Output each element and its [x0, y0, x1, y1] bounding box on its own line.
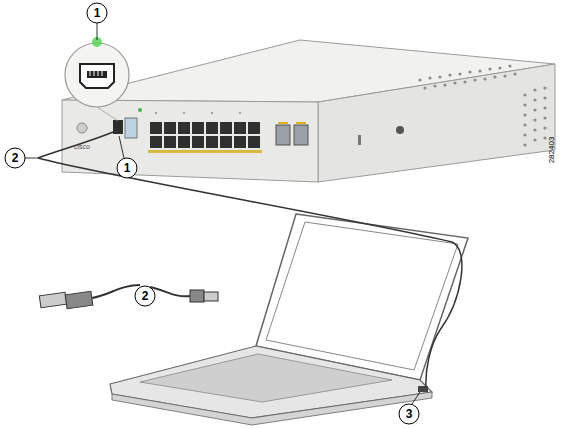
- callout-number: 1: [88, 4, 106, 22]
- leader-lines: [25, 23, 420, 404]
- ethernet-ports: [150, 122, 260, 148]
- usb-cable: [38, 130, 462, 388]
- port-panel: [125, 118, 137, 138]
- mode-button: [77, 123, 87, 133]
- led: [138, 108, 142, 112]
- brand-label: cisco: [74, 143, 90, 150]
- switch-front: [62, 100, 318, 182]
- port-strip: [148, 150, 262, 153]
- usb-a-plug: [39, 292, 66, 308]
- callout-number: 2: [6, 149, 24, 167]
- figure-number: 282403: [548, 137, 556, 164]
- mini-usb-plug: [204, 292, 218, 301]
- callout-number: 2: [136, 287, 154, 305]
- sfp-ports: [276, 125, 308, 145]
- mini-usb-port: [80, 64, 114, 88]
- keyboard: [140, 354, 392, 402]
- slot: [358, 135, 361, 145]
- switch-side: [318, 64, 555, 182]
- magnified-inset: [65, 43, 129, 107]
- power-socket: [396, 126, 404, 134]
- callout-number: 1: [118, 159, 136, 177]
- callout-number: 3: [400, 405, 418, 423]
- callout-circles: [5, 3, 419, 424]
- vent-holes: [418, 64, 546, 146]
